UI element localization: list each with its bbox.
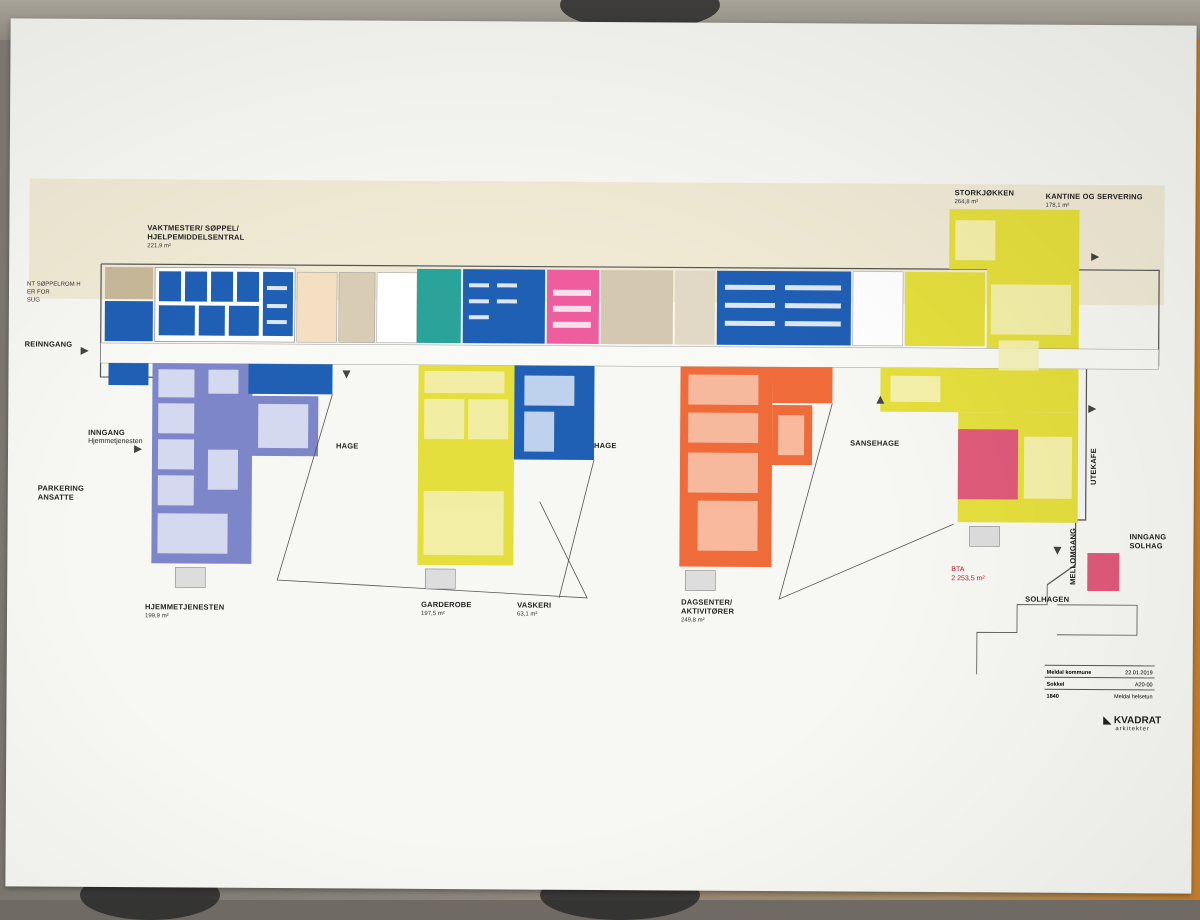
kantine-area: 178,1 m²	[1045, 202, 1070, 209]
dagsenter-area: 249,8 m²	[680, 617, 705, 624]
parkering-label-1: PARKERING	[37, 483, 85, 493]
floor-plan-sheet: VAKTMESTER/ SØPPEL/ HJELPEMIDDELSENTRAL …	[5, 18, 1197, 894]
title-block-row-project: 1840 Meldal helsetun	[1044, 688, 1155, 702]
vaskeri-area: 63,1 m²	[517, 611, 538, 618]
dagsenter-wing	[679, 366, 1079, 568]
title-block-client: Meldal kommune	[1046, 669, 1092, 676]
garderobe-area: 197,5 m²	[421, 610, 445, 618]
storkjokken-area: 264,8 m²	[954, 199, 979, 206]
inngang-sub-label: Hjemmetjenesten	[88, 437, 143, 446]
logo-name: KVADRAT	[1113, 715, 1162, 727]
hjemmetjenesten-area: 199,9 m²	[144, 613, 169, 620]
garderobe-title: GARDEROBE	[421, 599, 472, 610]
solhagen-entry-room	[1087, 552, 1120, 592]
kantine-title: KANTINE OG SERVERING	[1045, 191, 1143, 202]
mellomgang-label: MELLOMGANG	[1068, 527, 1078, 585]
title-block-date: 22.01.2019	[1125, 670, 1153, 677]
inngang-right-label: INNGANG	[1129, 532, 1167, 542]
hjemmetjenesten-wing	[108, 362, 333, 564]
sansehage-label: SANSEHAGE	[850, 438, 900, 448]
utekafe-label: UTEKAFE	[1088, 448, 1099, 486]
kitchen-details	[955, 220, 1072, 371]
hjemmetjenesten-title: HJEMMETJENESTEN	[145, 602, 225, 612]
bta-value: 2 253,5 m²	[951, 575, 985, 583]
entrance-markers	[80, 252, 1100, 555]
main-corridor	[100, 342, 1159, 370]
logo-sub: arkitekter	[1115, 726, 1151, 733]
hage-label-1: HAGE	[336, 441, 359, 451]
parkering-label-2: ANSATTE	[37, 492, 75, 502]
title-block-number: A20-00	[1134, 682, 1153, 689]
floor-plan-drawing	[80, 209, 1160, 675]
garderobe-wing	[417, 364, 595, 566]
logo-icon: ◣	[1103, 715, 1112, 727]
hage-label-2: HAGE	[594, 440, 617, 451]
inngang-right-sub: SOLHAG	[1129, 541, 1163, 551]
vaktmester-title-2: HJELPEMIDDELSENTRAL	[147, 232, 245, 242]
vaskeri-title: VASKERI	[517, 600, 552, 610]
vaktmester-area: 221,9 m²	[147, 243, 171, 250]
kvadrat-logo: ◣ KVADRAT arkitekter	[1103, 715, 1161, 732]
storkjokken-title: STORKJØKKEN	[954, 188, 1015, 198]
stairs	[174, 526, 1000, 591]
title-block-row-client: Meldal kommune 22.01.2019	[1044, 664, 1155, 678]
blue-room-furniture	[266, 283, 842, 327]
title-block-row-drawing: Sokkel A20-00	[1044, 676, 1155, 690]
pink-room-furniture	[552, 289, 592, 328]
dagsenter-title-2: AKTIVITØRER	[681, 606, 735, 616]
solhagen-label: SOLHAGEN	[1025, 594, 1070, 604]
title-block-project: Meldal helsetun	[1113, 694, 1153, 701]
soppelrom-note-2: ER FOR	[26, 289, 50, 296]
reinngang-label: REINNGANG	[24, 339, 73, 349]
inngang-label: INNGANG	[88, 427, 125, 438]
bta-label: BTA	[951, 566, 965, 574]
soppelrom-note-3: SUG	[26, 297, 40, 304]
title-block-scale: 1840	[1046, 693, 1059, 700]
title-block-drawing: Sokkel	[1046, 681, 1065, 688]
